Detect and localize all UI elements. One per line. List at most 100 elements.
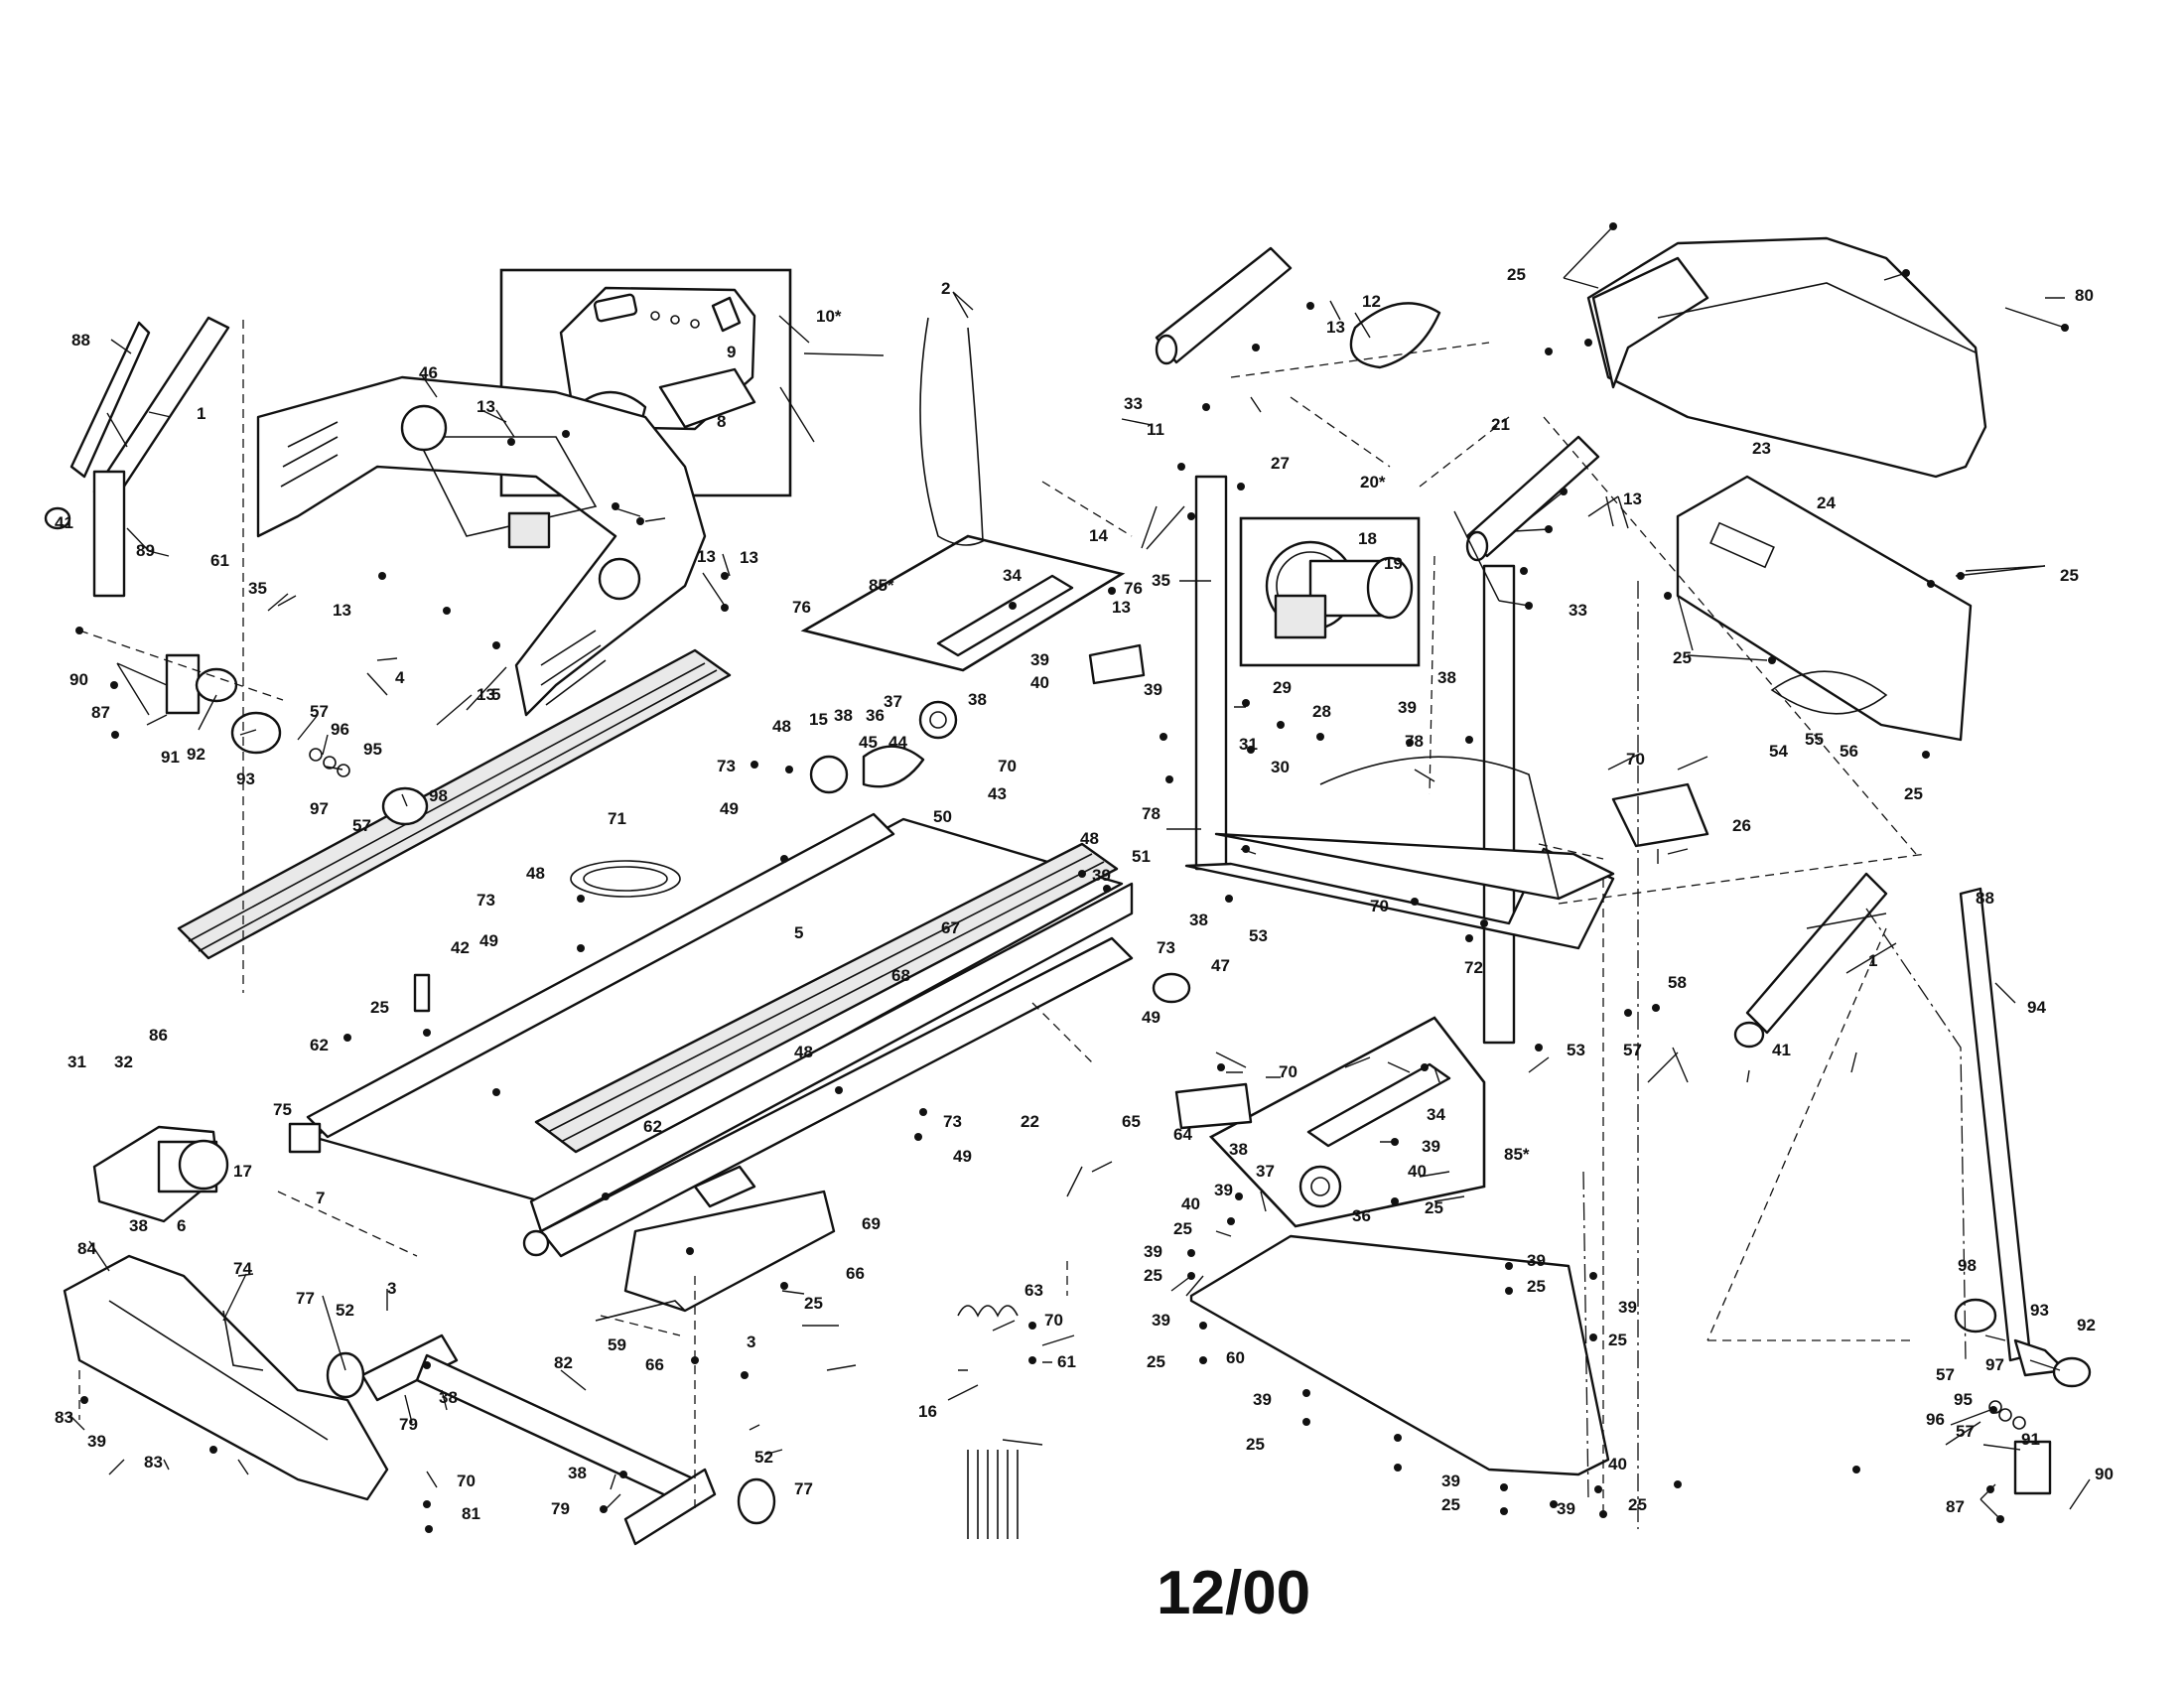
callout-5: 5 <box>491 685 500 704</box>
callout-12: 12 <box>1362 292 1381 311</box>
callout-48: 48 <box>1080 829 1099 848</box>
callout-88: 88 <box>1976 889 1994 908</box>
callout-13: 13 <box>697 547 716 566</box>
motor-detail-box <box>1239 516 1421 667</box>
callout-25: 25 <box>1147 1352 1165 1371</box>
roller-frame-box-upper <box>800 534 1126 740</box>
callout-13: 13 <box>477 685 495 704</box>
callout-76: 76 <box>1124 579 1143 598</box>
callout-25: 25 <box>2060 566 2079 585</box>
callout-25: 25 <box>1441 1495 1460 1514</box>
callout-88: 88 <box>71 331 90 350</box>
callout-2: 2 <box>941 279 950 298</box>
skid-plate <box>1189 1234 1610 1476</box>
callout-80: 80 <box>2075 286 2094 305</box>
callout-91: 91 <box>2021 1430 2040 1449</box>
callout-29: 29 <box>1273 678 1292 697</box>
callout-49: 49 <box>1142 1008 1160 1027</box>
callout-25: 25 <box>1246 1435 1265 1454</box>
callout-74: 74 <box>233 1259 252 1278</box>
callout-57: 57 <box>310 702 329 721</box>
callout-13: 13 <box>1623 490 1642 508</box>
callout-28: 28 <box>1312 702 1331 721</box>
callout-87: 87 <box>1946 1497 1965 1516</box>
callout-86: 86 <box>149 1026 168 1045</box>
callout-98: 98 <box>1958 1256 1977 1275</box>
callout-98: 98 <box>429 786 448 805</box>
callout-70: 70 <box>1279 1062 1297 1081</box>
callout-38: 38 <box>1437 668 1456 687</box>
callout-50: 50 <box>933 807 952 826</box>
callout-40: 40 <box>1181 1194 1200 1213</box>
callout-25: 25 <box>370 998 389 1017</box>
callout-78: 78 <box>1405 732 1424 751</box>
callout-73: 73 <box>943 1112 962 1131</box>
callout-39: 39 <box>1152 1311 1170 1330</box>
callout-35: 35 <box>1152 571 1170 590</box>
callout-55: 55 <box>1805 730 1824 749</box>
callout-92: 92 <box>2077 1316 2096 1334</box>
side-rail-left <box>177 648 732 960</box>
callout-18: 18 <box>1358 529 1377 548</box>
callout-49: 49 <box>953 1147 972 1166</box>
callout-56: 56 <box>1840 742 1858 761</box>
callout-70: 70 <box>457 1472 476 1490</box>
callout-39: 39 <box>1441 1472 1460 1490</box>
drive-belt-and-pulleys <box>809 302 1441 1004</box>
callout-82: 82 <box>554 1353 573 1372</box>
callout-22: 22 <box>1021 1112 1039 1131</box>
callout-66: 66 <box>846 1264 865 1283</box>
motor-hood-bracket <box>1676 475 1973 742</box>
callout-45: 45 <box>859 733 878 752</box>
callout-60: 60 <box>1226 1348 1245 1367</box>
frame-uprights <box>1184 475 1615 1045</box>
callout-57: 57 <box>1623 1041 1642 1059</box>
callout-57: 57 <box>352 816 371 835</box>
callout-3: 3 <box>387 1279 396 1298</box>
callout-91: 91 <box>161 748 180 767</box>
callout-9: 9 <box>727 343 736 361</box>
callout-61: 61 <box>1057 1352 1076 1371</box>
callout-65: 65 <box>1122 1112 1141 1131</box>
callouts: 1 1 2 3 3 4 5 5 6 7 8 9 10* 11 12 13 13 … <box>55 265 2114 1523</box>
callout-39: 39 <box>1527 1251 1546 1270</box>
callout-54: 54 <box>1769 742 1788 761</box>
roller-frame-box-lower <box>1208 1016 1486 1228</box>
callout-85: 85* <box>1504 1145 1530 1164</box>
callout-38: 38 <box>568 1464 587 1482</box>
callout-53: 53 <box>1567 1041 1585 1059</box>
callout-40: 40 <box>1608 1455 1627 1474</box>
callout-84: 84 <box>77 1239 96 1258</box>
callout-73: 73 <box>717 757 736 775</box>
callout-24: 24 <box>1817 493 1836 512</box>
callout-70: 70 <box>1626 750 1645 769</box>
callout-97: 97 <box>310 799 329 818</box>
callout-19: 19 <box>1384 554 1403 573</box>
fastener-dots <box>75 222 2069 1533</box>
callout-47: 47 <box>1211 956 1230 975</box>
callout-79: 79 <box>551 1499 570 1518</box>
callout-77: 77 <box>794 1479 813 1498</box>
side-handrail-left <box>44 316 230 598</box>
callout-38: 38 <box>439 1388 458 1407</box>
callout-20: 20* <box>1360 473 1386 491</box>
callout-42: 42 <box>451 938 470 957</box>
base-frame-rear <box>63 1254 389 1501</box>
callout-48: 48 <box>772 717 791 736</box>
callout-48: 48 <box>526 864 545 883</box>
callout-57: 57 <box>1936 1365 1955 1384</box>
callout-1: 1 <box>1868 951 1877 970</box>
callout-13: 13 <box>740 548 758 567</box>
callout-39: 39 <box>1144 680 1162 699</box>
callout-43: 43 <box>988 784 1007 803</box>
callout-39: 39 <box>1030 650 1049 669</box>
callout-40: 40 <box>1030 673 1049 692</box>
front-roller <box>288 812 895 1154</box>
callout-11: 11 <box>1147 420 1164 439</box>
callout-95: 95 <box>1954 1390 1973 1409</box>
callout-72: 72 <box>1464 958 1483 977</box>
hood-cover <box>1586 236 1987 479</box>
callout-90: 90 <box>2095 1465 2114 1483</box>
callout-70: 70 <box>998 757 1017 775</box>
callout-76: 76 <box>792 598 811 617</box>
